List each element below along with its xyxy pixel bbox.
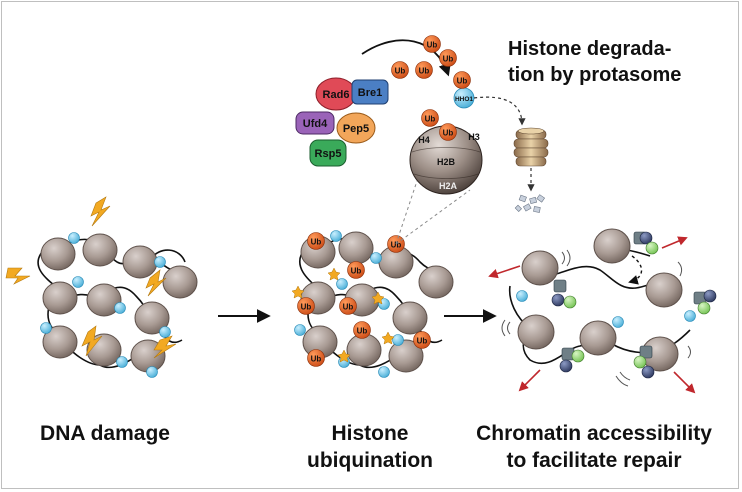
linker-histone-beads [516,290,696,328]
svg-text:Rsp5: Rsp5 [315,148,342,160]
nucleosome-group [517,228,683,372]
svg-text:Ub: Ub [419,67,430,76]
chromatin-remodeler [693,289,717,315]
svg-text:H2B: H2B [437,157,456,167]
chromatin-remodeler [633,231,659,255]
svg-text:Ub: Ub [357,327,368,336]
linker-histone-beads [40,232,171,378]
ufd4-enzyme: Ufd4 [295,111,335,135]
svg-text:Ub: Ub [311,355,322,364]
caption-ubiquitination-line2: ubiquination [307,449,433,472]
svg-text:H2A: H2A [439,181,458,191]
svg-text:Ub: Ub [443,129,454,138]
svg-text:Ub: Ub [311,238,322,247]
svg-text:Ub: Ub [343,303,354,312]
peptide-fragments [514,194,546,213]
degradation-title: Histone degrada- tion by protasome [508,36,734,88]
svg-text:Ub: Ub [443,55,454,64]
ubiquitin-tag: Ub [307,232,325,250]
svg-text:Bre1: Bre1 [358,87,382,99]
remodel-arrow [628,255,643,285]
chromatin-remodeler [559,347,585,373]
ubiquitin-tag: Ub [347,261,365,279]
ubiquitin-tag: Ub [415,61,433,79]
enzyme-cluster: Rad6 Bre1 Ufd4 Pep5 Rsp5 [295,77,389,167]
hho1-linker-histone: HHO1 [453,87,475,109]
caption-ubiquitination-line1: Histone [331,422,409,445]
svg-text:Ufd4: Ufd4 [303,118,328,130]
bre1-enzyme: Bre1 [351,79,389,105]
svg-text:Ub: Ub [427,41,438,50]
ubiquitin-tag: Ub [421,109,439,127]
star-marks [291,267,395,363]
svg-text:Ub: Ub [425,115,436,124]
ubiquitin-tag: Ub [307,349,325,367]
svg-text:Ub: Ub [351,267,362,276]
svg-text:Ub: Ub [301,303,312,312]
histone-octamer: H4 H3 H2B H2A HHO1 Ub Ub Ub [409,71,483,195]
ubiquitin-tag: Ub [423,35,441,53]
caption-accessibility: Chromatin accessibility to facilitate re… [452,420,736,474]
ubiquitin-tag: Ub [391,61,409,79]
rad6-enzyme: Rad6 [315,77,357,111]
panel-ubiquitination: Ub Ub Ub Ub Ub Ub Ub Ub [291,230,454,378]
ubiquitin-tag: Ub [453,71,471,89]
caption-accessibility-line2: to facilitate repair [506,449,682,472]
svg-text:Rad6: Rad6 [323,89,350,101]
nucleosome-group [40,233,198,373]
svg-text:Ub: Ub [457,77,468,86]
rsp5-enzyme: Rsp5 [309,139,347,167]
svg-text:H4: H4 [418,135,430,145]
chromatin-remodeler [551,279,577,309]
degradation-title-line1: Histone degrada- [508,38,672,60]
degradation-arrow [473,96,526,126]
panel-accessibility [488,228,717,394]
lightning-bolt-icon [5,196,177,359]
svg-text:Ub: Ub [391,241,402,250]
ubiquitin-tag: Ub [353,321,371,339]
chromatin-remodeler [633,345,655,379]
dna-linker-strand [508,248,691,365]
pep5-enzyme: Pep5 [336,112,376,144]
outward-arrows [488,236,696,394]
caption-ubiquitination: Histone ubiquination [290,420,450,474]
svg-text:HHO1: HHO1 [455,96,473,103]
svg-text:Pep5: Pep5 [343,123,369,135]
caption-dna-damage-text: DNA damage [40,422,170,445]
ubiquitin-tag: Ub [297,297,315,315]
caption-accessibility-line1: Chromatin accessibility [476,422,712,445]
ubiquitin-pool: Ub Ub Ub Ub [391,35,457,79]
ubiquitin-tag: Ub [413,331,431,349]
motion-lines [501,249,691,387]
svg-text:Ub: Ub [417,337,428,346]
zoom-lines [395,171,471,245]
ubiquitin-tag: Ub [439,49,457,67]
svg-text:H3: H3 [468,132,480,142]
degradation-title-line2: tion by protasome [508,64,682,86]
svg-text:Ub: Ub [395,67,406,76]
proteasome-icon [513,127,549,167]
ubiquitin-tag: Ub [339,297,357,315]
ubiquitin-tag: Ub [439,123,457,141]
panel-dna-damage [5,196,198,378]
caption-dna-damage: DNA damage [10,420,200,447]
